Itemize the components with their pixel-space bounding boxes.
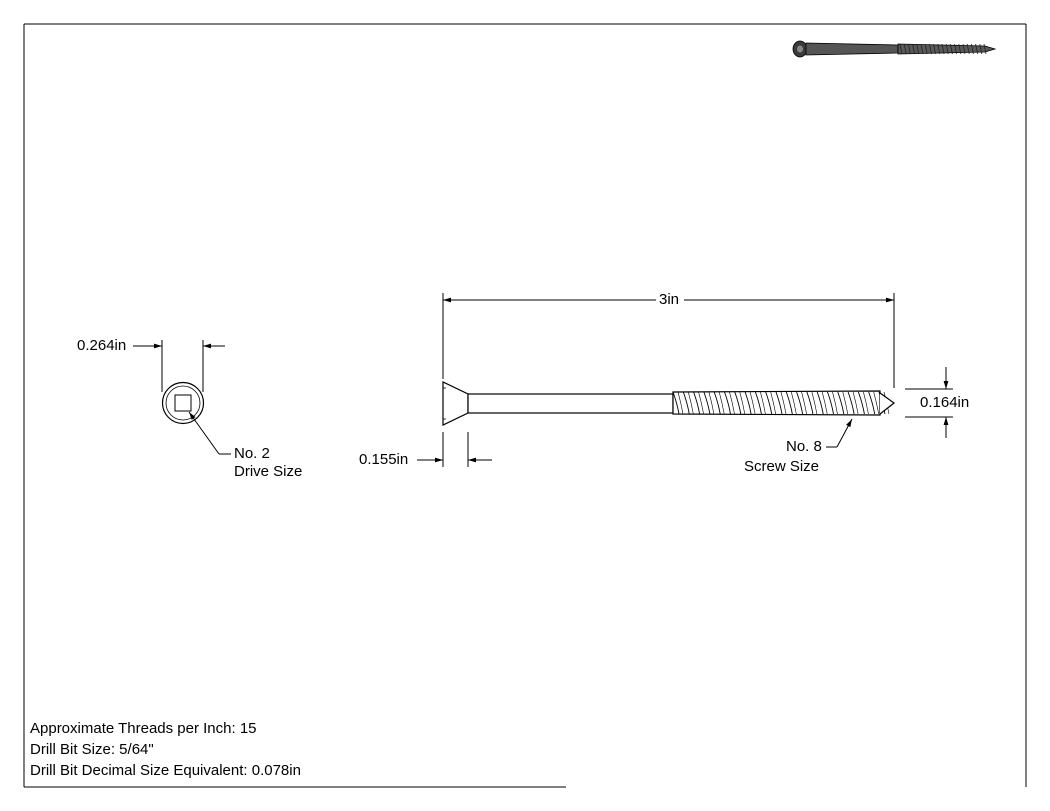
thread-root xyxy=(739,391,746,415)
thread-crest xyxy=(806,391,814,415)
iso-thread-line xyxy=(954,43,957,55)
iso-thread-line xyxy=(908,43,911,55)
head-end-view xyxy=(161,381,205,425)
thread-root xyxy=(677,391,684,415)
sheet-border xyxy=(23,23,1027,788)
iso-thread-line xyxy=(962,43,966,55)
iso-thread-line xyxy=(933,43,936,55)
thread-crest xyxy=(703,391,711,415)
thread-crest xyxy=(765,391,773,415)
head-diameter-dimension xyxy=(133,340,225,392)
thread-crest xyxy=(857,391,865,415)
thread-root xyxy=(749,391,756,415)
iso-thread-line xyxy=(903,43,907,55)
thread-diameter-label: 0.164in xyxy=(920,394,970,411)
screw-threads xyxy=(672,390,890,416)
thread-crest xyxy=(785,391,793,415)
thread-crest xyxy=(744,391,752,415)
thread-root xyxy=(688,391,694,415)
thread-crest xyxy=(827,391,834,415)
head-height-label: 0.155in xyxy=(359,451,409,468)
thread-crest xyxy=(868,391,876,415)
thread-diameter-dimension xyxy=(905,367,953,438)
thread-crest xyxy=(837,391,845,415)
iso-thread-line xyxy=(937,43,941,55)
screw-size-callout-line2: Screw Size xyxy=(744,458,820,475)
thread-root xyxy=(863,391,869,415)
threads-per-inch-note: Approximate Threads per Inch: 15 xyxy=(30,720,257,737)
iso-thread-line xyxy=(966,43,970,55)
iso-thread-line xyxy=(912,43,915,55)
thread-crest xyxy=(724,391,731,415)
thread-crest xyxy=(847,391,855,415)
square-drive-recess xyxy=(174,394,192,412)
iso-thread-line xyxy=(979,43,983,55)
iso-thread-line xyxy=(983,43,987,55)
thread-root xyxy=(811,391,818,415)
thread-root xyxy=(708,391,715,415)
thread-envelope xyxy=(672,390,881,416)
iso-thread-line xyxy=(941,43,945,55)
screw-shank xyxy=(467,393,674,414)
iso-thread-line xyxy=(920,43,924,55)
thread-root xyxy=(780,391,787,415)
iso-thread-line xyxy=(950,43,953,55)
length-dimension xyxy=(442,293,895,388)
thread-crest xyxy=(682,391,690,415)
iso-thread-line xyxy=(899,43,903,55)
iso-thread-line xyxy=(945,43,949,55)
thread-root xyxy=(873,391,879,415)
thread-root xyxy=(729,391,735,415)
length-label: 3in xyxy=(659,291,680,308)
thread-crest xyxy=(693,391,701,415)
thread-root xyxy=(770,391,776,415)
head-diameter-label: 0.264in xyxy=(77,337,127,354)
isometric-thumbnail xyxy=(792,40,997,58)
screw-size-leader xyxy=(826,418,853,448)
thread-root xyxy=(791,391,797,415)
thread-root xyxy=(832,391,838,415)
thread-crest xyxy=(816,391,824,415)
thread-root xyxy=(842,391,849,415)
thread-crest xyxy=(713,391,721,415)
thread-root xyxy=(852,391,859,415)
thread-root xyxy=(698,391,704,415)
drive-size-callout-line2: Drive Size xyxy=(234,463,303,480)
iso-thread-line xyxy=(975,43,978,55)
thread-root xyxy=(821,391,828,415)
thread-crest xyxy=(672,391,680,415)
head-height-dimension xyxy=(417,432,492,467)
screw-head xyxy=(442,381,469,426)
thread-crest xyxy=(796,391,804,415)
drill-bit-decimal-note: Drill Bit Decimal Size Equivalent: 0.078… xyxy=(30,762,301,779)
screw-side-view xyxy=(442,381,896,426)
iso-thread-line xyxy=(958,43,962,55)
drive-size-leader xyxy=(188,411,231,455)
specification-notes: Approximate Threads per Inch: 15 Drill B… xyxy=(30,718,301,781)
iso-thread-line xyxy=(916,43,920,55)
thread-crest xyxy=(754,391,762,415)
thread-root xyxy=(718,391,725,415)
thread-root xyxy=(801,391,807,415)
drive-size-callout-line1: No. 2 xyxy=(234,445,270,462)
thread-crest xyxy=(734,391,742,415)
thread-crest xyxy=(775,391,783,415)
iso-thread-line xyxy=(924,43,928,55)
thread-root xyxy=(760,391,766,415)
drill-bit-size-note: Drill Bit Size: 5/64" xyxy=(30,741,154,758)
screw-tip xyxy=(879,392,896,415)
screw-size-callout-line1: No. 8 xyxy=(786,438,822,455)
iso-thread-line xyxy=(929,43,932,55)
iso-thread-line xyxy=(971,43,974,55)
